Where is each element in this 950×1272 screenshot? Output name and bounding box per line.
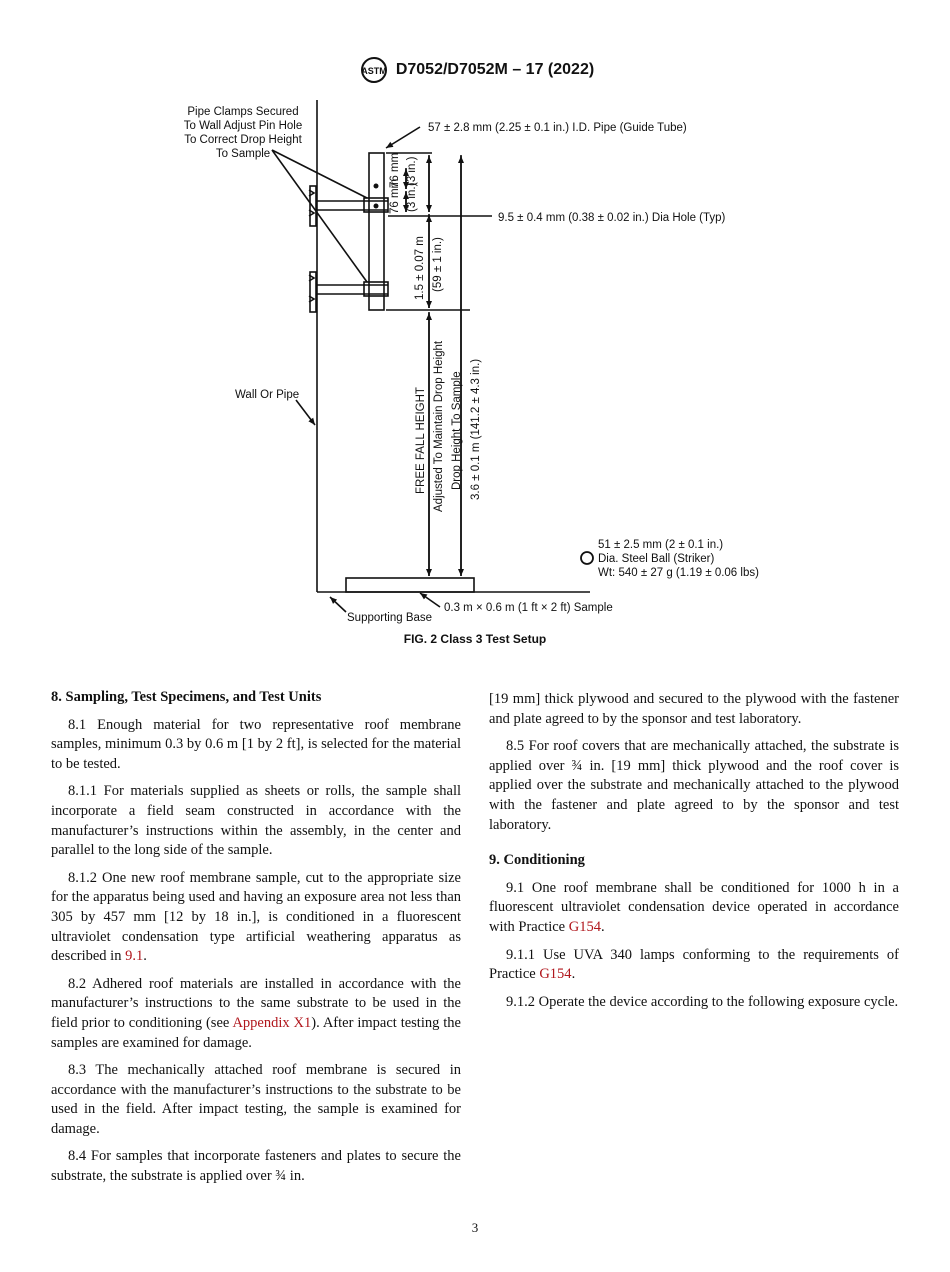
figure-test-setup: Pipe Clamps Secured To Wall Adjust Pin H… [0, 90, 950, 660]
link-9-1[interactable]: 9.1 [125, 948, 144, 965]
label-ball-1: 51 ± 2.5 mm (2 ± 0.1 in.) [598, 539, 723, 551]
para-8-4-continued: [19 mm] thick plywood and secured to the… [489, 691, 899, 727]
label-sample: 0.3 m × 0.6 m (1 ft × 2 ft) Sample [444, 602, 613, 614]
label-free-fall: FREE FALL HEIGHT [415, 387, 427, 494]
para-8-1-2: 8.1.2 One new roof membrane sample, cut … [51, 869, 461, 967]
para-9-1-1-text: 9.1.1 Use UVA 340 lamps conforming to th… [489, 946, 899, 983]
link-g154-a[interactable]: G154 [568, 918, 601, 935]
guide-tube-rect [368, 152, 385, 311]
label-guide-tube: 57 ± 2.8 mm (2.25 ± 0.1 in.) I.D. Pipe (… [428, 122, 687, 134]
page-number: 3 [471, 1220, 479, 1235]
svg-text:ASTM: ASTM [361, 66, 387, 76]
para-8-1-2-end: . [143, 948, 147, 965]
label-pipe-clamps-2: To Wall Adjust Pin Hole [184, 120, 302, 132]
para-9-1-2: 9.1.2 Operate the device according to th… [506, 993, 899, 1010]
label-ball-2: Dia. Steel Ball (Striker) [598, 553, 714, 565]
para-9-1-1: 9.1.1 Use UVA 340 lamps conforming to th… [489, 946, 899, 985]
document-designation: D7052/D7052M – 17 (2022) [395, 61, 595, 78]
upper-clamp-plate [309, 185, 317, 227]
label-59in: (59 ± 1 in.) [432, 237, 444, 292]
para-9-1-1-end: . [571, 966, 576, 983]
para-8-5: 8.5 For roof covers that are mechanicall… [489, 738, 899, 833]
test-setup-diagram: Pipe Clamps Secured To Wall Adjust Pin H… [184, 100, 759, 624]
label-76mm-b: 76 mm [389, 179, 401, 214]
para-8-1-2-text: 8.1.2 One new roof membrane sample, cut … [51, 869, 461, 965]
para-8-2-end: ). After impact testing the samples are … [51, 1014, 461, 1051]
steel-ball-icon [580, 551, 594, 565]
section-8-heading: 8. Sampling, Test Specimens, and Test Un… [51, 689, 322, 705]
label-pipe-clamps-3: To Correct Drop Height [184, 134, 302, 146]
label-dia-hole: 9.5 ± 0.4 mm (0.38 ± 0.02 in.) Dia Hole … [498, 212, 726, 224]
para-8-2: 8.2 Adhered roof materials are installed… [51, 975, 461, 1053]
link-g154-b[interactable]: G154 [539, 966, 572, 983]
para-8-4: 8.4 For samples that incorporate fastene… [51, 1148, 461, 1185]
para-9-1: 9.1 One roof membrane shall be condition… [489, 879, 899, 938]
label-wall-or-pipe: Wall Or Pipe [235, 389, 299, 401]
para-8-1-1: 8.1.1 For materials supplied as sheets o… [51, 783, 461, 859]
link-appendix-x1[interactable]: Appendix X1 [232, 1014, 312, 1031]
para-8-3: 8.3 The mechanically attached roof membr… [51, 1062, 461, 1137]
para-9-1-end: . [600, 918, 605, 935]
label-pipe-clamps-4: To Sample [216, 148, 270, 160]
lower-clamp-plate [309, 271, 317, 313]
label-ball-3: Wt: 540 ± 27 g (1.19 ± 0.06 lbs) [598, 567, 759, 579]
label-pipe-clamps-1: Pipe Clamps Secured [187, 106, 298, 118]
para-9-1-text: 9.1 One roof membrane shall be condition… [489, 879, 899, 935]
label-3-6m: 3.6 ± 0.1 m (141.2 ± 4.3 in.) [470, 359, 482, 500]
para-8-1: 8.1 Enough material for two representati… [51, 716, 461, 772]
label-drop-height: Drop Height To Sample [451, 371, 463, 490]
label-76mm-a: 76 mm [389, 153, 401, 188]
label-3in-b: (3 in.) [406, 182, 418, 212]
sample-rect [345, 577, 475, 593]
label-1-5m: 1.5 ± 0.07 m [414, 236, 426, 300]
label-adjusted: Adjusted To Maintain Drop Height [433, 340, 445, 512]
right-column: [19 mm] thick plywood and secured to the… [489, 690, 899, 1020]
label-supporting-base: Supporting Base [347, 612, 432, 624]
page-header: ASTM D7052/D7052M – 17 (2022) [0, 56, 950, 84]
section-9-heading: 9. Conditioning [489, 852, 585, 869]
para-8-2-text: 8.2 Adhered roof materials are installed… [51, 975, 461, 1031]
left-column: 8. Sampling, Test Specimens, and Test Un… [51, 688, 461, 1195]
astm-logo-icon: ASTM [360, 57, 387, 83]
figure-caption: FIG. 2 Class 3 Test Setup [403, 632, 547, 646]
label-3in-a: (3 in.) [406, 156, 418, 186]
